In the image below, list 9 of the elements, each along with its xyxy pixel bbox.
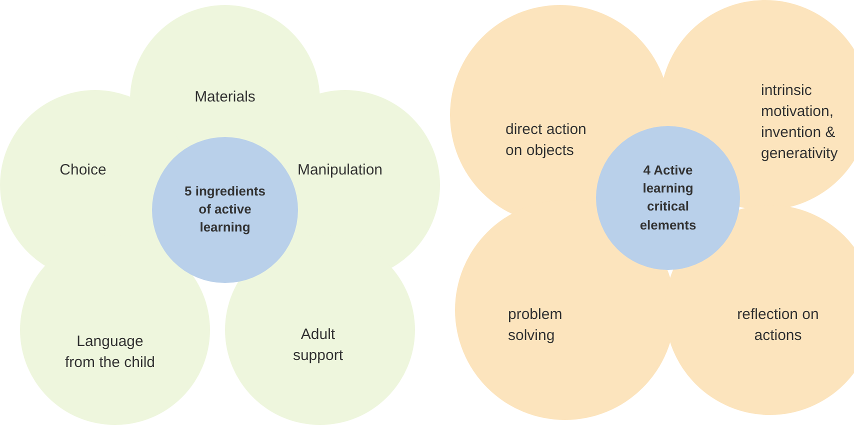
petal-label: Adult support bbox=[278, 324, 358, 366]
petal-label: Choice bbox=[43, 160, 123, 180]
petal-label: intrinsic motivation, invention & generativity bbox=[761, 80, 853, 164]
petal-label: Manipulation bbox=[285, 160, 395, 180]
petal-label: Language from the child bbox=[60, 331, 160, 373]
petal-label: problem solving bbox=[508, 304, 598, 346]
petal-label: direct action on objects bbox=[506, 119, 600, 161]
petal-label: Materials bbox=[175, 86, 275, 108]
petal-label: reflection on actions bbox=[734, 304, 822, 346]
